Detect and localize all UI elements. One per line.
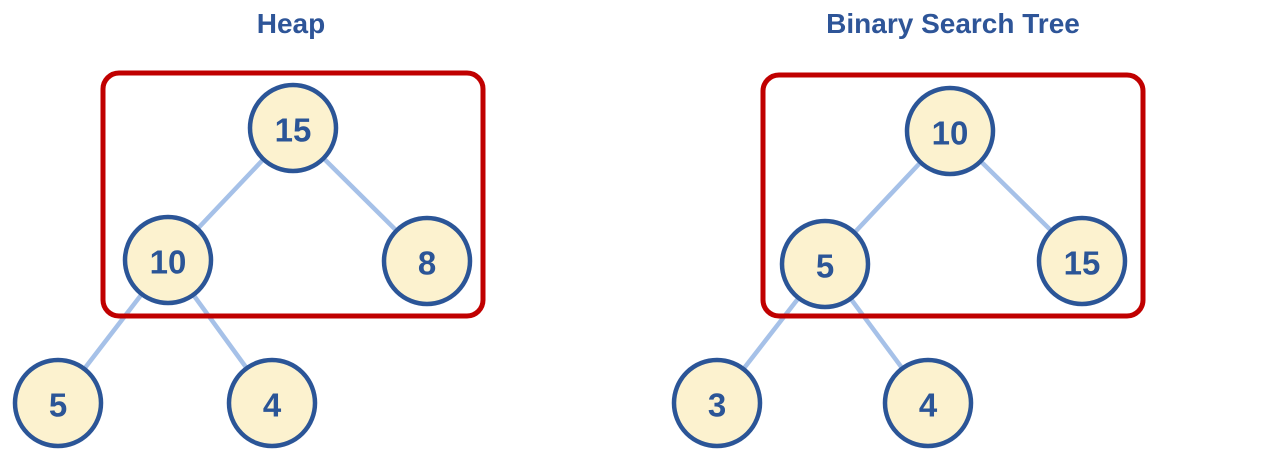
binary-search-tree-node-5: 5	[779, 218, 871, 310]
binary-search-tree-node-10: 10	[904, 85, 996, 177]
heap-node-10: 10	[122, 214, 214, 306]
heap-node-circle-5	[12, 357, 104, 449]
heap-node-circle-8	[381, 215, 473, 307]
binary-search-tree-node-3: 3	[671, 357, 763, 449]
heap-node-circle-4	[226, 357, 318, 449]
heap-highlight-box	[100, 70, 486, 319]
binary-search-tree-node-4: 4	[882, 357, 974, 449]
binary-search-tree-node-circle-10	[904, 85, 996, 177]
binary-search-tree-node-circle-5	[779, 218, 871, 310]
heap-node-value-10: 10	[150, 244, 187, 281]
binary-search-tree-node-value-3: 3	[708, 387, 726, 424]
heap-title: Heap	[256, 8, 326, 39]
binary-search-tree-highlight-box	[760, 72, 1146, 319]
heap-node-value-15: 15	[275, 112, 312, 149]
binary-search-tree-node-value-15: 15	[1064, 245, 1101, 282]
binary-search-tree-node-circle-15	[1036, 215, 1128, 307]
binary-search-tree-node-circle-4	[882, 357, 974, 449]
heap-node-circle-10	[122, 214, 214, 306]
binary-search-tree-node-circle-3	[671, 357, 763, 449]
binary-search-tree-node-value-10: 10	[932, 115, 969, 152]
heap-node-4: 4	[226, 357, 318, 449]
heap-node-5: 5	[12, 357, 104, 449]
heap-node-value-5: 5	[49, 387, 67, 424]
binary-search-tree-title: Binary Search Tree	[826, 8, 1080, 39]
binary-search-tree-node-value-4: 4	[919, 387, 938, 424]
heap-node-8: 8	[381, 215, 473, 307]
binary-search-tree-node-value-5: 5	[816, 248, 834, 285]
heap-node-value-4: 4	[263, 387, 282, 424]
binary-search-tree-node-15: 15	[1036, 215, 1128, 307]
heap-node-circle-15	[247, 82, 339, 174]
heap-node-15: 15	[247, 82, 339, 174]
heap-node-value-8: 8	[418, 245, 436, 282]
